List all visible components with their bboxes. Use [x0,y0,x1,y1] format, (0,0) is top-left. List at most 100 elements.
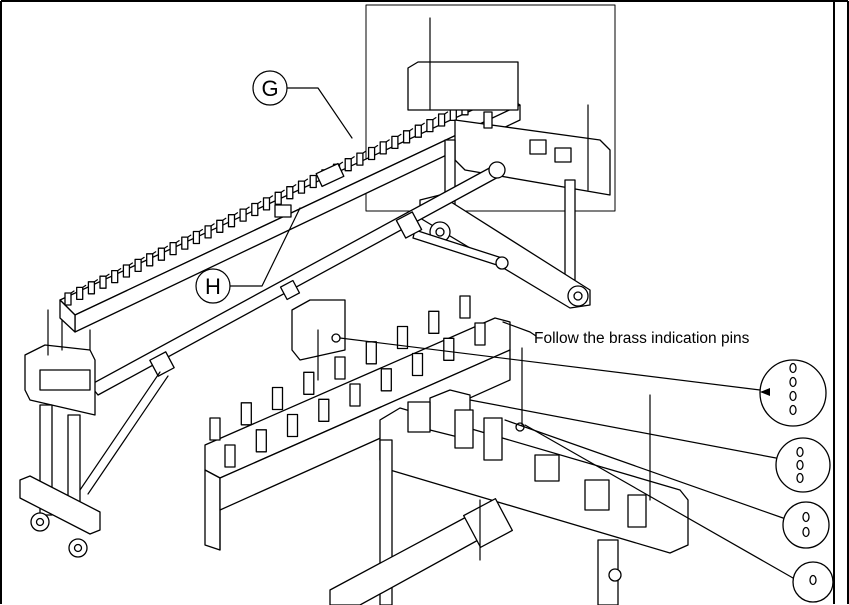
brass-pin [789,362,797,374]
beam-tooth-edge [245,206,250,210]
beam-tooth-edge [210,223,215,227]
beam-tooth [64,292,72,306]
detail-tooth [474,322,486,346]
detail-tooth [334,356,346,380]
beam-tooth [227,214,236,228]
beam-tooth [99,275,107,289]
beam-tooth-edge [105,273,110,277]
beam-tooth-edge [280,189,285,193]
detail-tooth [286,413,299,438]
beam-tooth [122,264,131,278]
beam-tooth [262,197,271,211]
beam-tooth [134,258,142,273]
beam-tooth-edge [175,240,180,244]
beam-tooth-edge [117,268,122,272]
beam-tooth [169,241,177,256]
detail-tooth [318,398,330,422]
beam-tooth-edge [70,290,75,294]
detail-tooth [396,325,409,350]
pin-detail-3 [782,501,830,549]
detail-tooth [428,310,440,334]
beam-tooth [356,152,364,166]
pin-detail-circles [339,337,834,603]
beam-tooth [286,186,294,200]
brass-pin [789,376,797,388]
beam-tooth-edge [187,234,192,238]
brass-pin [796,459,804,471]
detail-tooth [303,371,315,395]
callout-h: H [195,207,301,304]
detail-tooth [224,444,236,468]
beam-tooth-edge [374,144,379,149]
detail-tooth [459,295,471,319]
beam-tooth-edge [128,262,133,266]
beam-tooth [76,286,84,301]
beam-tooth-edge [222,217,227,221]
beam-tooth-edge [420,122,425,126]
rack-assembly [19,17,611,558]
beam-tooth [111,269,119,284]
beam-tooth [239,208,247,222]
beam-tooth-edge [198,228,203,233]
detail-tooth [443,337,455,361]
detail-frame [365,4,616,212]
brass-pin [802,526,810,538]
beam-tooth [146,253,154,267]
brass-pin [789,390,797,402]
beam-tooth-edge [93,279,99,283]
beam-tooth-edge [163,245,168,249]
beam-tooth [379,141,387,155]
beam-tooth-edge [233,212,239,216]
detail-tooth [209,417,221,441]
beam-tooth [391,135,399,150]
detail-tooth [349,383,361,407]
detail-tooth [271,386,284,411]
callout-h-label: H [205,274,221,299]
beam-tooth [87,281,96,295]
beam-tooth [274,191,282,205]
beam-tooth-edge [268,195,274,199]
brass-pins-note: Follow the brass indication pins [502,321,750,347]
beam-tooth-edge [385,139,390,143]
beam-tooth [216,219,224,233]
brass-pin [809,574,817,586]
beam-tooth [344,158,352,172]
beam-tooth [367,146,376,161]
beam-tooth [297,180,306,194]
beam-tooth-edge [257,200,262,205]
detail-tooth [411,352,424,377]
callout-g: G [252,70,353,139]
beam-tooth [437,113,446,127]
beam-tooth-edge [152,251,157,255]
beam-tooth-edge [292,184,297,188]
enlarged-detail [204,295,689,605]
beam-tooth [204,225,212,239]
brass-pins-note-text: Follow the brass indication pins [534,330,750,347]
detail-teeth [209,295,486,468]
brass-pin [796,446,804,458]
beam-tooth-edge [338,161,344,165]
beam-tooth [192,230,201,245]
beam-tooth [157,247,166,261]
beam-tooth [426,118,434,133]
beam-tooth [414,124,422,138]
detail-tooth [380,368,392,392]
detail-tooth [365,341,377,365]
beam-tooth [251,202,259,217]
beam-tooth [402,130,411,144]
brass-pin [789,404,797,416]
callout-g-label: G [261,76,278,101]
beam-tooth-edge [82,284,87,288]
beam-tooth-edge [409,128,414,132]
beam-tooth [309,174,317,189]
detail-tooth [240,402,252,426]
beam-tooth-edge [350,156,355,160]
brass-pin [796,472,804,484]
beam-tooth-edge [444,111,449,115]
brass-pin [802,511,810,523]
beam-tooth-edge [432,116,437,121]
beam-tooth-edge [303,178,309,182]
beam-tooth-edge [140,256,145,260]
